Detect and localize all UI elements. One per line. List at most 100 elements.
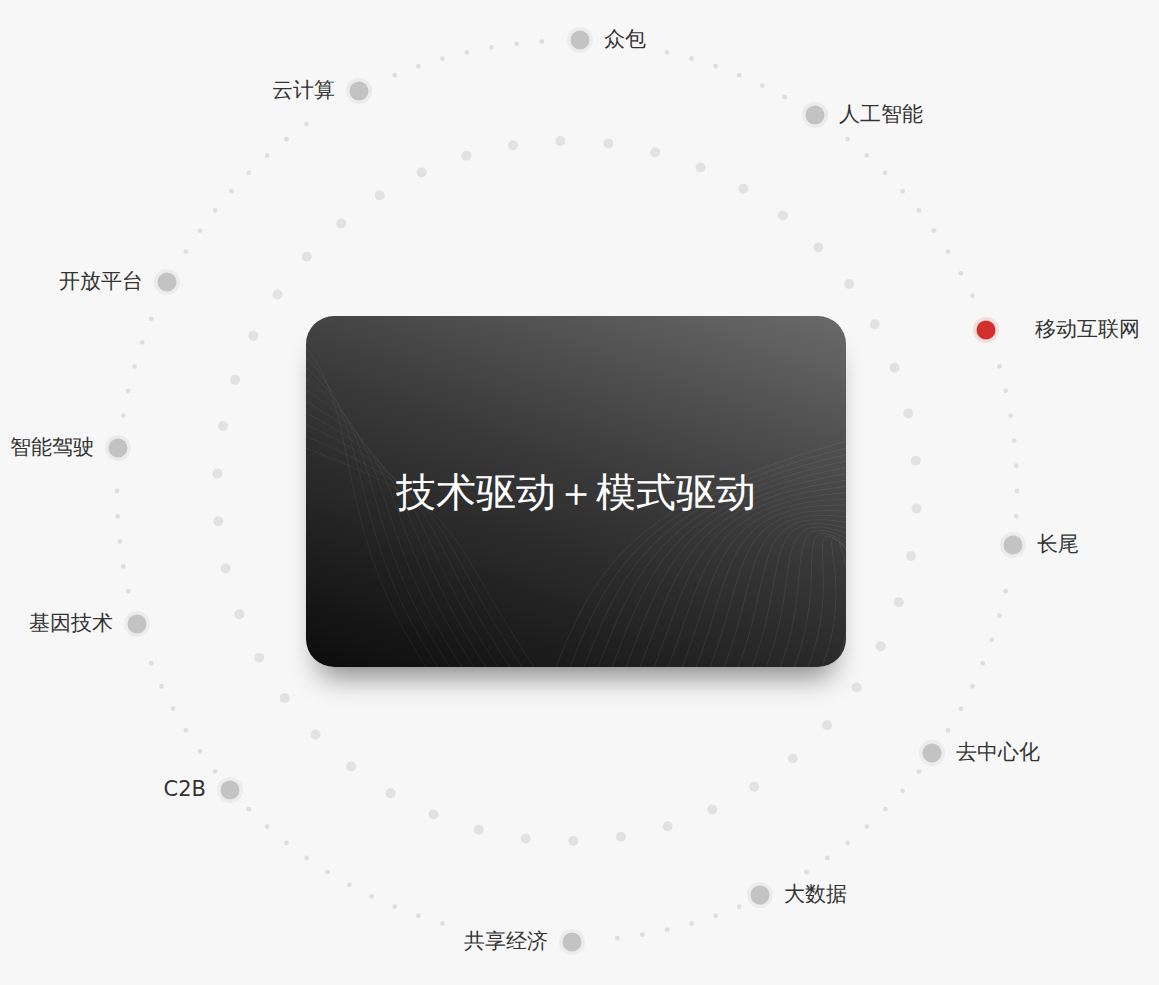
ring-dot (304, 856, 309, 861)
ring-dot (916, 208, 921, 213)
ring-dot (514, 41, 519, 46)
ring-dot (970, 684, 975, 689)
ring-dot (894, 597, 904, 607)
topic-dot (1004, 536, 1023, 555)
wave-line (738, 520, 846, 667)
dot-halo (124, 611, 150, 637)
ring-dot (804, 870, 809, 875)
ring-dot (707, 804, 717, 814)
ring-dot (461, 151, 471, 161)
topic-dot (806, 106, 825, 125)
ring-dot (272, 289, 282, 299)
ring-dot (788, 753, 798, 763)
wave-line (752, 524, 846, 667)
topic-label: C2B (164, 777, 206, 802)
topic-dot (923, 744, 942, 763)
ring-dot (375, 190, 385, 200)
ring-dot (852, 683, 862, 693)
topic-label: 开放平台 (59, 269, 143, 294)
dot-halo (919, 740, 945, 766)
ring-dot (229, 189, 234, 194)
ring-dot (737, 73, 742, 78)
ring-dot (440, 56, 445, 61)
ring-dot (900, 788, 905, 793)
ring-dot (212, 469, 222, 479)
wave-line (808, 536, 846, 667)
topic-label: 云计算 (272, 78, 335, 103)
ring-dot (958, 271, 963, 276)
ring-dot (696, 162, 706, 172)
ring-dot (876, 641, 886, 651)
topic-dot (221, 781, 240, 800)
ring-dot (126, 388, 131, 393)
ring-dot (864, 153, 869, 158)
ring-dot (870, 319, 880, 329)
ring-dot (749, 782, 759, 792)
ring-dot (738, 184, 748, 194)
ring-dot (822, 720, 832, 730)
ring-dot (958, 706, 963, 711)
ring-dot (932, 228, 937, 233)
ring-dot (417, 168, 427, 178)
topic-label: 去中心化 (956, 740, 1040, 765)
ring-dot (900, 189, 905, 194)
topic-label: 智能驾驶 (10, 435, 94, 460)
ring-dot (1015, 489, 1020, 494)
topic-label: 移动互联网 (1035, 317, 1140, 342)
ring-dot (760, 83, 765, 88)
ring-dot (149, 316, 154, 321)
dot-halo (973, 317, 999, 343)
topic-label: 众包 (604, 27, 646, 52)
ring-dot (336, 219, 346, 229)
ring-dot (489, 45, 494, 50)
ring-dot (132, 364, 137, 369)
ring-dot (265, 153, 270, 158)
ring-dot (713, 64, 718, 69)
wave-line (306, 408, 498, 667)
ring-dot (284, 840, 289, 845)
ring-dot (650, 147, 660, 157)
ring-dot (997, 613, 1002, 618)
ring-dot (916, 769, 921, 774)
topic-dot (751, 886, 770, 905)
ring-dot (663, 821, 673, 831)
ring-dot (304, 122, 309, 127)
ring-dot (115, 514, 120, 519)
wave-line (306, 396, 486, 667)
ring-dot (198, 749, 203, 754)
ring-dot (428, 810, 438, 820)
ring-dot (539, 39, 544, 44)
ring-dot (946, 728, 951, 733)
ring-dot (1003, 388, 1008, 393)
ring-dot (665, 50, 670, 55)
ring-dot (640, 932, 645, 937)
dot-halo (747, 882, 773, 908)
ring-dot (616, 832, 626, 842)
ring-dot (1003, 589, 1008, 594)
dot-halo (567, 27, 593, 53)
ring-dot (140, 340, 145, 345)
ring-dot (311, 730, 321, 740)
ring-dot (221, 563, 231, 573)
ring-dot (121, 413, 126, 418)
ring-dot (246, 170, 251, 175)
ring-dot (213, 516, 223, 526)
wave-line (306, 420, 510, 667)
ring-dot (568, 836, 578, 846)
ring-dot (464, 50, 469, 55)
wave-line (766, 527, 846, 667)
ring-dot (844, 279, 854, 289)
ring-dot (184, 249, 189, 254)
dot-halo (1000, 532, 1026, 558)
wave-line (780, 530, 846, 667)
ring-dot (126, 589, 131, 594)
ring-dot (603, 138, 613, 148)
ring-dot (1014, 514, 1019, 519)
wave-line (306, 432, 522, 667)
ring-dot (946, 249, 951, 254)
ring-dot (416, 64, 421, 69)
ring-dot (346, 761, 356, 771)
ring-dot (159, 684, 164, 689)
topic-label: 共享经济 (464, 929, 548, 954)
ring-dot (325, 870, 330, 875)
